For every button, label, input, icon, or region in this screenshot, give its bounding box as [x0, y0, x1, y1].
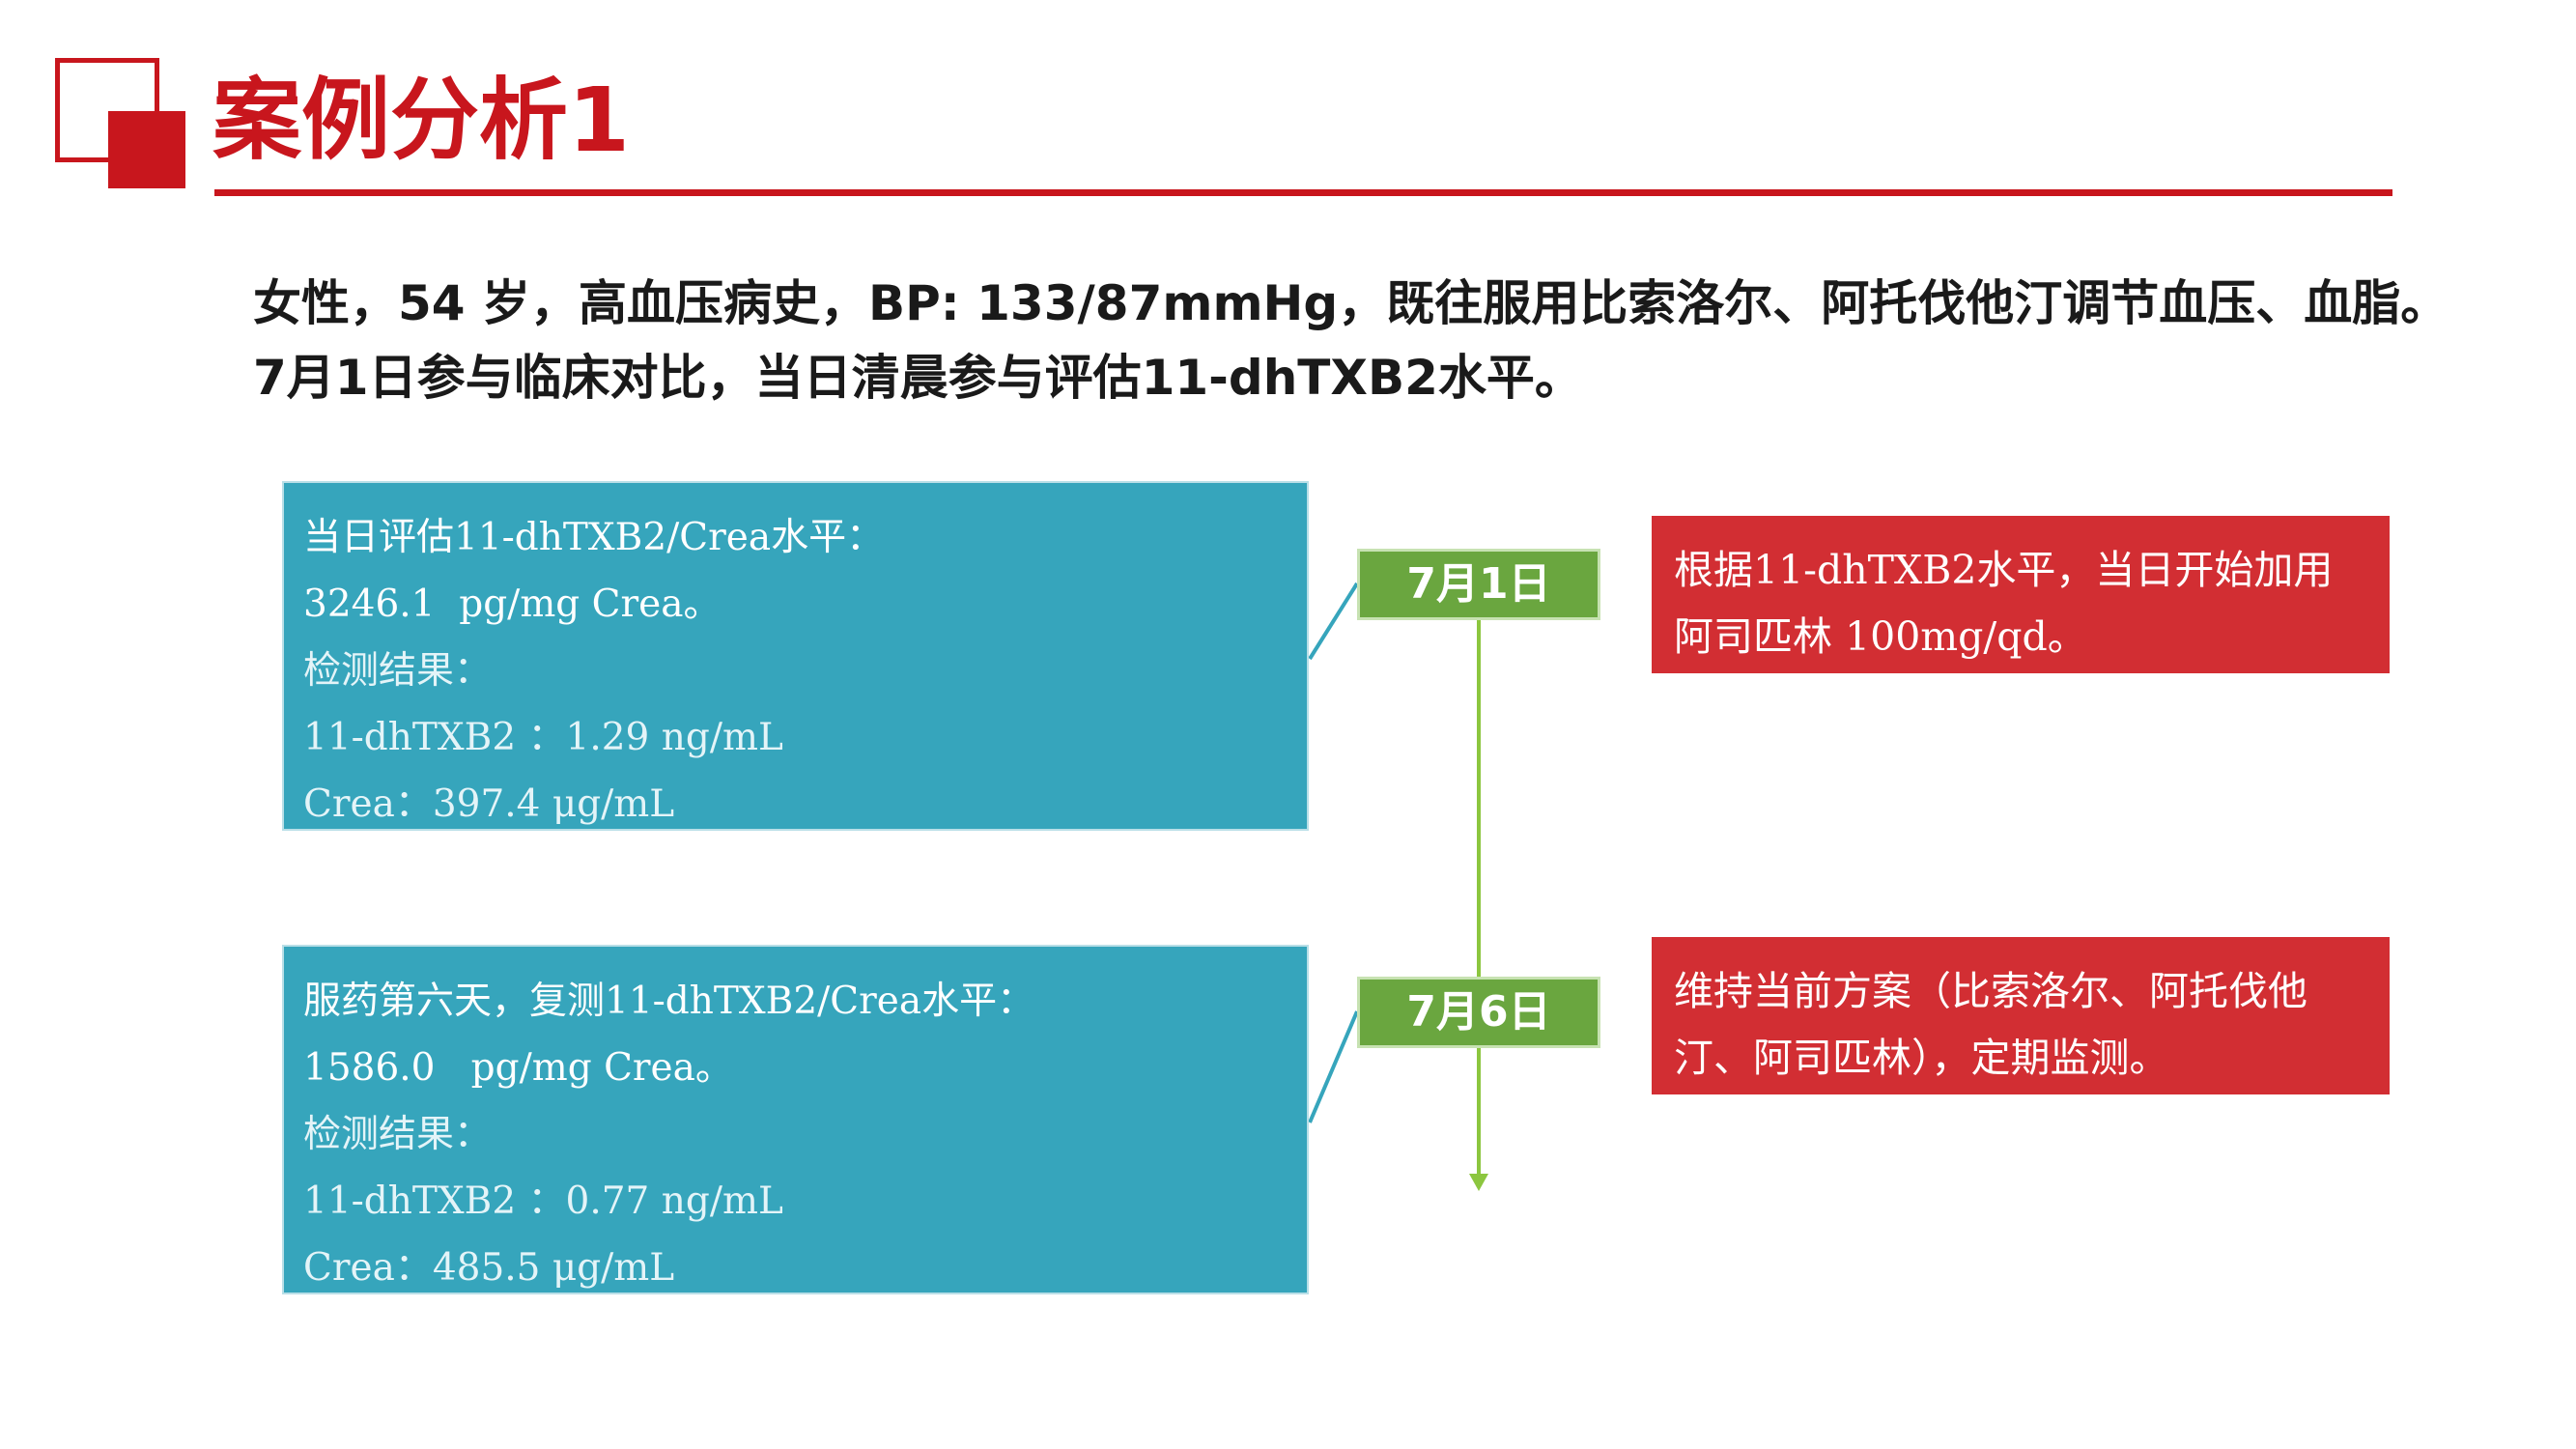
date-tag-day1: 7月1日	[1357, 549, 1600, 620]
case-intro-line-1: 女性，54 岁，高血压病史，BP: 133/87mmHg，既往服用比索洛尔、阿托…	[253, 275, 2449, 331]
logo-filled-square	[108, 111, 185, 188]
lab-result-label: 检测结果：	[303, 649, 493, 693]
lab-heading: 服药第六天，复测11-dhTXB2/Crea水平：	[303, 980, 1035, 1023]
date-tag-day6: 7月6日	[1357, 977, 1600, 1048]
logo-outline-square	[55, 58, 159, 162]
lab-ratio: 1586.0 pg/mg Crea。	[303, 1046, 733, 1090]
treatment-note-day6: 维持当前方案（比索洛尔、阿托伐他 汀、阿司匹林），定期监测。	[1652, 937, 2390, 1094]
treatment-note-day1: 根据11-dhTXB2水平，当日开始加用 阿司匹林 100mg/qd。	[1652, 516, 2390, 673]
lab-result-label: 检测结果：	[303, 1113, 493, 1156]
note-line-2: 汀、阿司匹林），定期监测。	[1674, 1035, 2169, 1081]
note-line-2: 阿司匹林 100mg/qd。	[1674, 613, 2087, 660]
logo-mark	[55, 58, 185, 188]
connector-2	[1308, 1010, 1359, 1123]
page-title: 案例分析1	[212, 69, 631, 172]
connector-1	[1308, 582, 1359, 661]
lab-dhtxb2-value: 11-dhTXB2 ：1.29 ng/mL	[303, 716, 783, 759]
lab-crea-value: Crea：485.5 μg/mL	[303, 1246, 675, 1290]
lab-result-box-day1: 当日评估11-dhTXB2/Crea水平： 3246.1 pg/mg Crea。…	[282, 481, 1309, 831]
note-line-1: 根据11-dhTXB2水平，当日开始加用	[1674, 547, 2334, 593]
lab-heading: 当日评估11-dhTXB2/Crea水平：	[303, 516, 885, 559]
case-intro: 女性，54 岁，高血压病史，BP: 133/87mmHg，既往服用比索洛尔、阿托…	[253, 267, 2449, 415]
lab-crea-value: Crea：397.4 μg/mL	[303, 782, 675, 826]
timeline-arrowhead	[1469, 1174, 1488, 1191]
lab-dhtxb2-value: 11-dhTXB2 ：0.77 ng/mL	[303, 1179, 783, 1223]
case-intro-line-2: 7月1日参与临床对比，当日清晨参与评估11-dhTXB2水平。	[253, 350, 1583, 406]
note-line-1: 维持当前方案（比索洛尔、阿托伐他	[1674, 968, 2307, 1014]
lab-ratio: 3246.1 pg/mg Crea。	[303, 582, 722, 626]
title-divider	[214, 189, 2392, 196]
lab-result-box-day6: 服药第六天，复测11-dhTXB2/Crea水平： 1586.0 pg/mg C…	[282, 945, 1309, 1294]
